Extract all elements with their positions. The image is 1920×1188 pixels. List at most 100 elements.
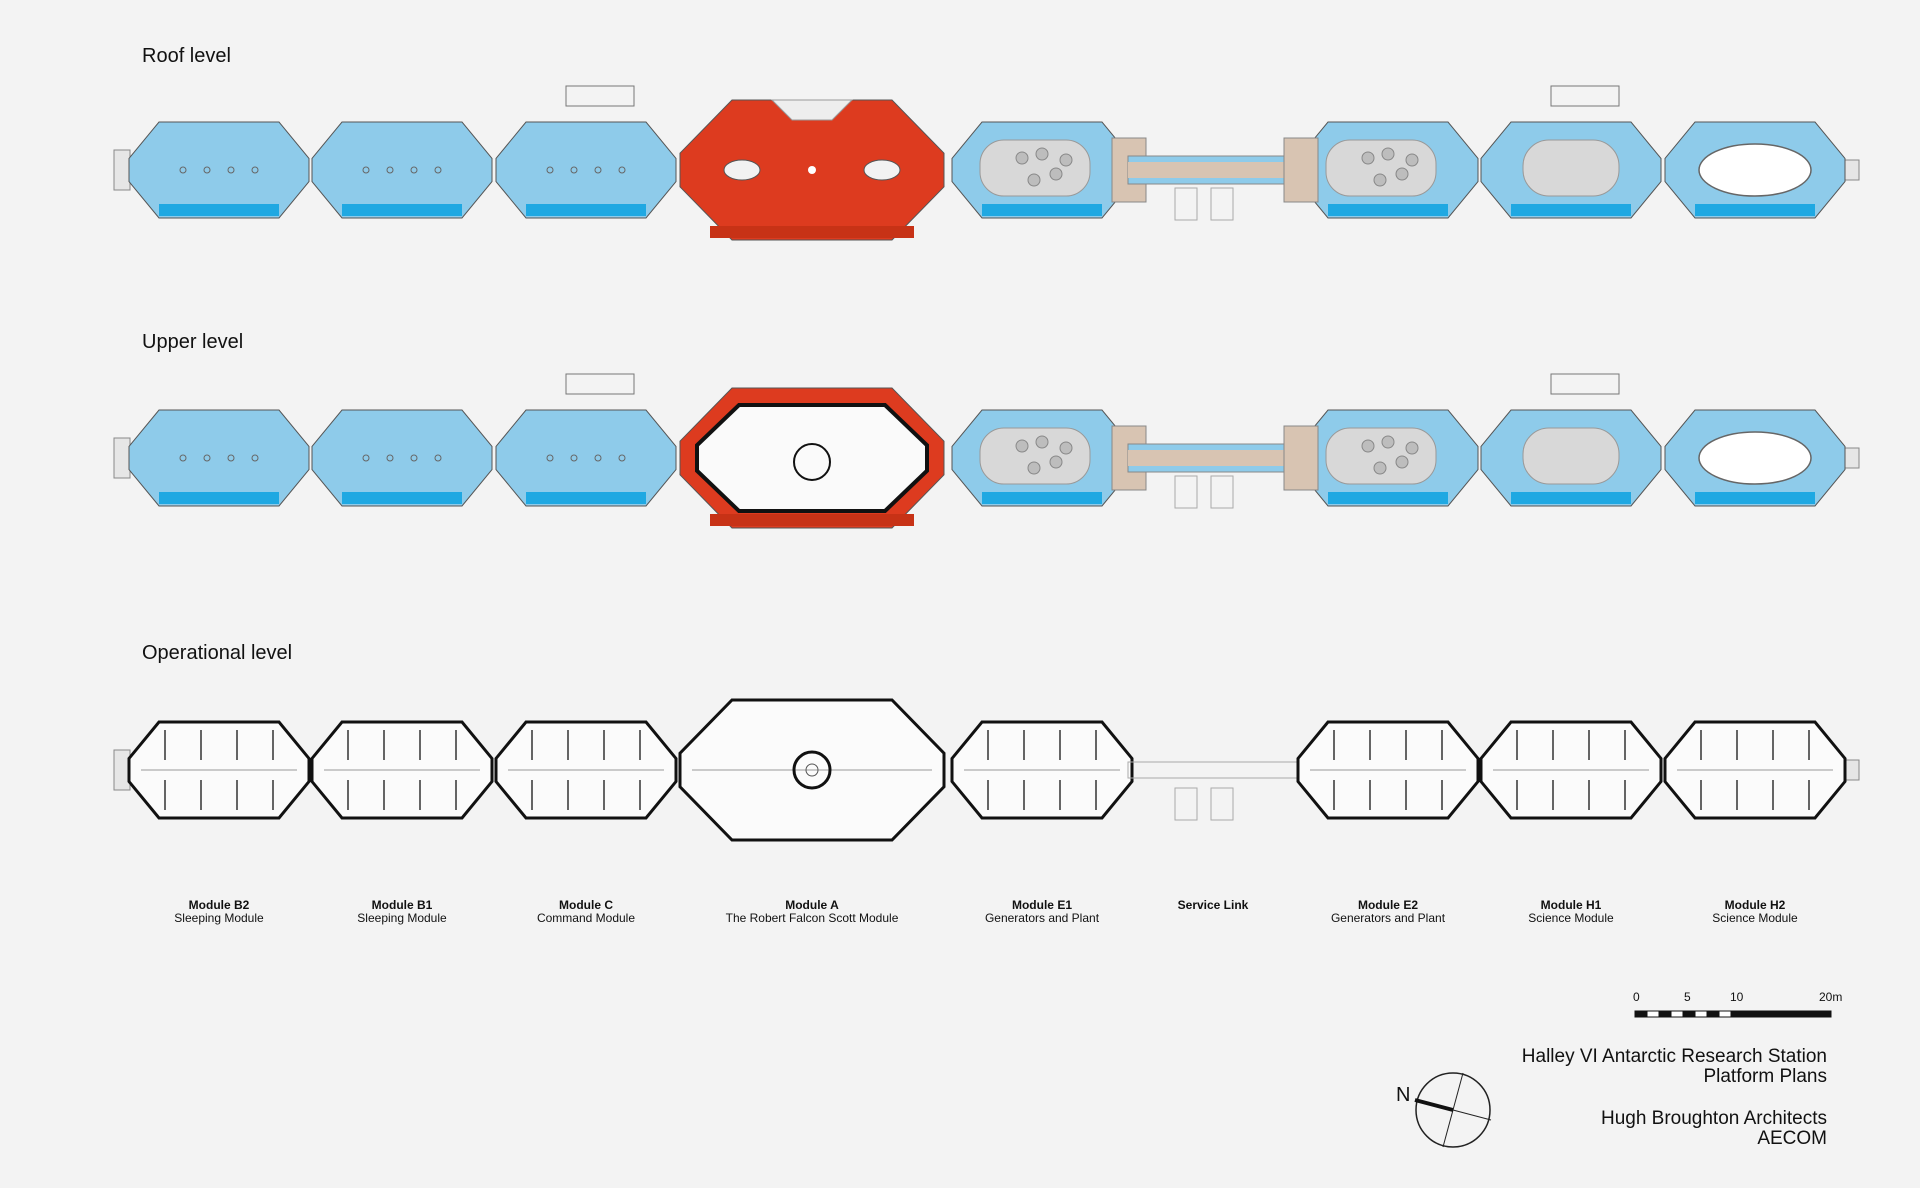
module-function: Generators and Plant [1330,911,1446,925]
roof-light-left [723,159,761,181]
drawing-title: Platform Plans [1703,1066,1827,1087]
module-function: Science Module [1528,911,1614,925]
module-name: Module H2 [1724,898,1786,912]
plant-deck [979,427,1091,485]
module-lower-skirt [1328,204,1448,216]
plant-unit-1 [1035,435,1049,449]
module-c-upper [495,373,677,507]
external-stair [565,85,635,107]
plant-unit-0 [1015,151,1029,165]
plant-unit-4 [1405,153,1419,167]
roof-fixing-0 [362,454,370,462]
roof-fixing-2 [410,166,418,174]
roof-fixing-3 [618,454,626,462]
module-h1-roof [1480,85,1662,219]
external-stair [565,373,635,395]
plant-deck [1325,139,1437,197]
module-shell [128,409,310,507]
plant-deck [979,139,1091,197]
roof-fixing-0 [179,166,187,174]
project-title: Halley VI Antarctic Research Station [1521,1046,1827,1067]
module-lower-skirt [710,226,914,238]
module-e2-operational [1296,720,1480,820]
module-function: Sleeping Module [174,911,264,925]
link-stair-0 [1174,787,1198,821]
module-a-roof [679,99,945,241]
module-lower-skirt [1511,492,1631,504]
scale-tick-0: 0 [1633,990,1640,1004]
scale-bar: 0 5 10 20m [1620,990,1860,1030]
service-bay [1283,425,1319,491]
roof-fixing-0 [362,166,370,174]
roof-fixing-1 [386,454,394,462]
upper-row [113,373,1860,529]
end-stub-left [113,437,131,479]
module-name: Module C [559,898,613,912]
service-link-deck [1128,162,1298,178]
module-a-operational [678,698,946,842]
module-b1-upper [311,409,493,507]
plant-unit-1 [1381,435,1395,449]
module-b1-operational [310,720,494,820]
module-lower-skirt [710,514,914,526]
plant-unit-3 [1373,461,1387,475]
module-h2-operational [1663,720,1847,820]
north-pointer [1414,1098,1454,1112]
module-lower-skirt [159,204,279,216]
service-link-outline [1127,761,1299,779]
module-name: Module E2 [1357,898,1418,912]
module-h1-operational [1479,720,1663,820]
roof-fixing-2 [594,166,602,174]
plant-unit-1 [1381,147,1395,161]
module-h1-upper [1480,373,1662,507]
engineer-name: AECOM [1757,1128,1827,1149]
roof-fixing-2 [410,454,418,462]
spiral-stair [792,750,832,790]
module-c-operational [494,720,678,820]
module-lower-skirt [342,492,462,504]
plant-unit-3 [1027,461,1041,475]
module-h2-roof [1664,121,1846,219]
roof-fixing-1 [570,454,578,462]
module-lower-skirt [1511,204,1631,216]
module-b1-roof [311,121,493,219]
link-stair-1 [1210,787,1234,821]
module-function: Generators and Plant [984,911,1100,925]
roof-fixing-3 [434,166,442,174]
service-bay [1283,137,1319,203]
module-a-upper [679,387,945,529]
module-function: Command Module [536,911,636,925]
roof-fixing-1 [203,454,211,462]
plant-unit-0 [1015,439,1029,453]
end-stub-right [1844,447,1860,469]
module-lower-skirt [526,492,646,504]
module-label-sl: Service Link [1083,899,1343,912]
link-stair-1 [1210,187,1234,221]
module-shell [311,121,493,219]
roof-fixing-3 [251,166,259,174]
link-stair-1 [1210,475,1234,509]
roof-fixing-0 [546,166,554,174]
module-shell [311,409,493,507]
module-shell [495,409,677,507]
north-label: N [1396,1084,1411,1106]
module-lower-skirt [1328,492,1448,504]
plant-unit-4 [1059,153,1073,167]
module-lower-skirt [1695,204,1815,216]
plant-unit-2 [1049,455,1063,469]
module-lower-skirt [982,492,1102,504]
roof-row [113,85,1860,241]
upper-interior [695,403,929,513]
external-stair [1550,373,1620,395]
roof-fixing-2 [227,454,235,462]
plant-unit-0 [1361,439,1375,453]
roof-fixing-1 [570,166,578,174]
roof-fixing-1 [203,166,211,174]
plant-unit-3 [1373,173,1387,187]
plant-unit-2 [1395,167,1409,181]
